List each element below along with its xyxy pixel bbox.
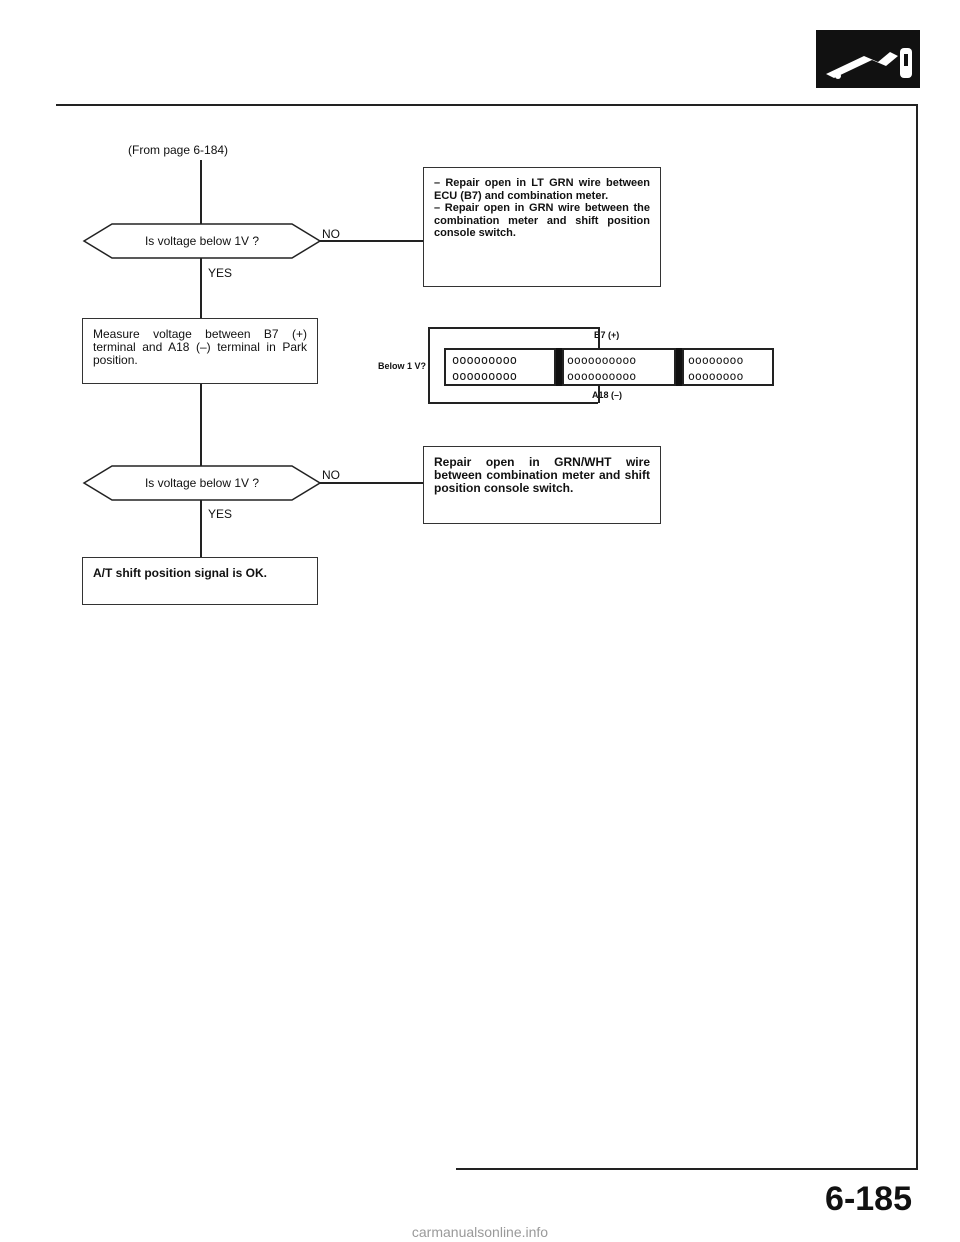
yes-label-2: YES: [208, 507, 233, 521]
probe-a18: [598, 378, 600, 403]
connector-divider-2: [676, 348, 682, 386]
connector-row-b2: oooooooooo: [567, 369, 637, 383]
repair-action-1: – Repair open in LT GRN wire between ECU…: [434, 177, 650, 202]
right-rule: [916, 104, 918, 1170]
below-label: Below 1 V?: [378, 361, 427, 371]
connector-divider-1: [556, 348, 562, 386]
top-rule: [56, 104, 918, 106]
connector-block-a: ooooooooo ooooooooo: [444, 348, 556, 386]
repair-box-1: – Repair open in LT GRN wire between ECU…: [423, 167, 661, 287]
connector-block-b: oooooooooo oooooooooo: [562, 348, 676, 386]
result-box: A/T shift position signal is OK.: [82, 557, 318, 605]
repair-action-2: – Repair open in GRN wire between the co…: [434, 202, 650, 239]
connector-row-b1: oooooooooo: [567, 353, 637, 367]
probe-line-left: [428, 327, 430, 403]
from-page-label: (From page 6-184): [128, 143, 229, 157]
connector-row-a2: ooooooooo: [452, 369, 518, 383]
no-label-2: NO: [322, 468, 340, 482]
no-label-1: NO: [322, 227, 340, 241]
question-text-1: Is voltage below 1V ?: [144, 234, 260, 248]
repair-box-2: Repair open in GRN/WHT wire between comb…: [423, 446, 661, 524]
connector-block-c: oooooooo oooooooo: [682, 348, 774, 386]
probe-b7: [598, 327, 600, 355]
yes-label-1: YES: [208, 266, 233, 280]
b7-label: B7 (+): [594, 330, 620, 340]
probe-line-top: [428, 327, 598, 329]
fuel-pump-icon: [816, 30, 920, 88]
probe-line-bottom: [428, 402, 598, 404]
bottom-rule: [456, 1168, 918, 1170]
connector-row-c2: oooooooo: [688, 369, 744, 383]
no-branch-line-2: [320, 482, 424, 484]
measure-box: Measure voltage between B7 (+) terminal …: [82, 318, 318, 384]
a18-label: A18 (–): [592, 390, 623, 400]
question-text-2: Is voltage below 1V ?: [144, 476, 260, 490]
connector-row-c1: oooooooo: [688, 353, 744, 367]
watermark: carmanualsonline.info: [411, 1224, 549, 1240]
page-number: 6-185: [825, 1180, 912, 1218]
connector-row-a1: ooooooooo: [452, 353, 518, 367]
no-branch-line-1: [320, 240, 424, 242]
